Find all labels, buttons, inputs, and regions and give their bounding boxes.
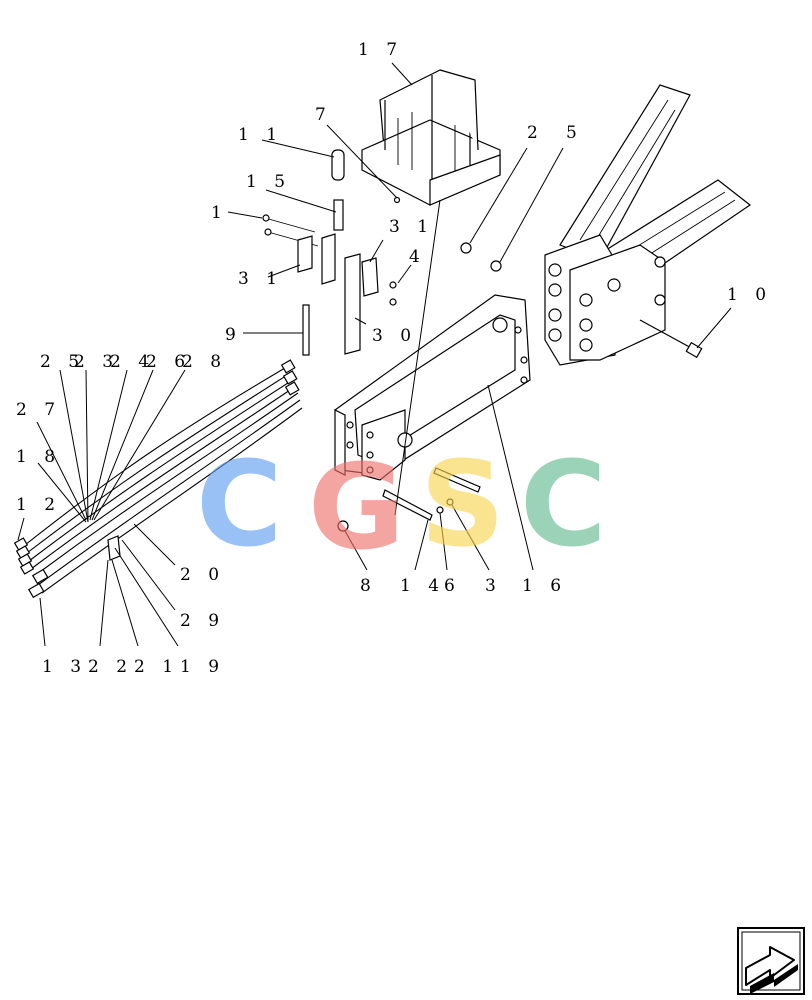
callout-9: 9 bbox=[225, 325, 242, 345]
part-11-pin bbox=[331, 149, 345, 181]
callout-8: 8 bbox=[360, 576, 377, 596]
callout-3: 3 bbox=[485, 576, 502, 596]
callout-7: 7 bbox=[315, 105, 332, 125]
callout-25: 2 5 bbox=[40, 352, 85, 372]
part-16-drawbar bbox=[334, 294, 531, 481]
drawbar-holes bbox=[346, 326, 528, 474]
part-2-nut bbox=[460, 242, 472, 254]
callout-16: 1 6 bbox=[522, 576, 567, 596]
part-31-brackets bbox=[297, 235, 379, 297]
watermark-letter-s: S bbox=[420, 435, 505, 573]
callout-23: 2 3 bbox=[74, 352, 119, 372]
part-3-14-pins bbox=[382, 467, 481, 521]
callout-21: 2 1 bbox=[134, 657, 179, 677]
part-9-bolt bbox=[302, 304, 310, 356]
hydraulic-hoses bbox=[13, 359, 303, 599]
watermark-logo: C G S C bbox=[196, 435, 607, 576]
part-30-plates bbox=[321, 233, 361, 355]
callout-31-top: 3 1 bbox=[389, 217, 434, 237]
hose-fittings bbox=[13, 359, 300, 599]
callout-1: 1 bbox=[211, 203, 228, 223]
part-4-nut bbox=[389, 281, 397, 306]
part-17-bracket bbox=[361, 69, 501, 206]
frame-beams bbox=[544, 84, 752, 366]
callout-20: 2 0 bbox=[180, 565, 225, 585]
leader-lines bbox=[17, 62, 732, 647]
part-7-pin bbox=[393, 196, 401, 204]
callout-11: 1 1 bbox=[238, 125, 283, 145]
callout-28: 2 8 bbox=[182, 352, 227, 372]
callout-30: 3 0 bbox=[372, 326, 417, 346]
arrow-icon bbox=[745, 946, 798, 994]
callout-labels: 1 7 7 1 1 1 5 1 3 1 4 3 1 9 3 0 2 5 1 0 … bbox=[16, 40, 772, 677]
callout-13: 1 3 bbox=[42, 657, 87, 677]
callout-31-left: 3 1 bbox=[238, 269, 283, 289]
part-8-nut bbox=[337, 520, 349, 532]
callout-26: 2 6 bbox=[146, 352, 191, 372]
part-10-bolt bbox=[639, 319, 703, 359]
part-5-washer bbox=[490, 260, 502, 272]
part-15-pin bbox=[333, 199, 344, 231]
callout-18: 1 8 bbox=[16, 447, 61, 467]
callout-29: 2 9 bbox=[180, 611, 225, 631]
callout-4: 4 bbox=[409, 247, 426, 267]
callout-14: 1 4 bbox=[400, 576, 445, 596]
callout-15: 1 5 bbox=[246, 172, 291, 192]
watermark-letter-c2: C bbox=[520, 435, 607, 573]
callout-6: 6 bbox=[444, 576, 461, 596]
watermark-letter-g: G bbox=[308, 438, 405, 576]
callout-19: 1 9 bbox=[180, 657, 225, 677]
next-page-button[interactable] bbox=[737, 927, 805, 995]
part-1-bolts bbox=[262, 214, 319, 247]
callout-24: 2 4 bbox=[110, 352, 155, 372]
callout-22: 2 2 bbox=[88, 657, 133, 677]
watermark-letter-c1: C bbox=[196, 435, 283, 573]
callout-5: 5 bbox=[566, 123, 583, 143]
callout-17: 1 7 bbox=[358, 40, 403, 60]
frame-bolts bbox=[548, 256, 666, 352]
callout-10: 1 0 bbox=[727, 285, 772, 305]
callout-12: 1 2 bbox=[16, 495, 61, 515]
callout-2: 2 bbox=[527, 123, 544, 143]
callout-27: 2 7 bbox=[16, 400, 61, 420]
